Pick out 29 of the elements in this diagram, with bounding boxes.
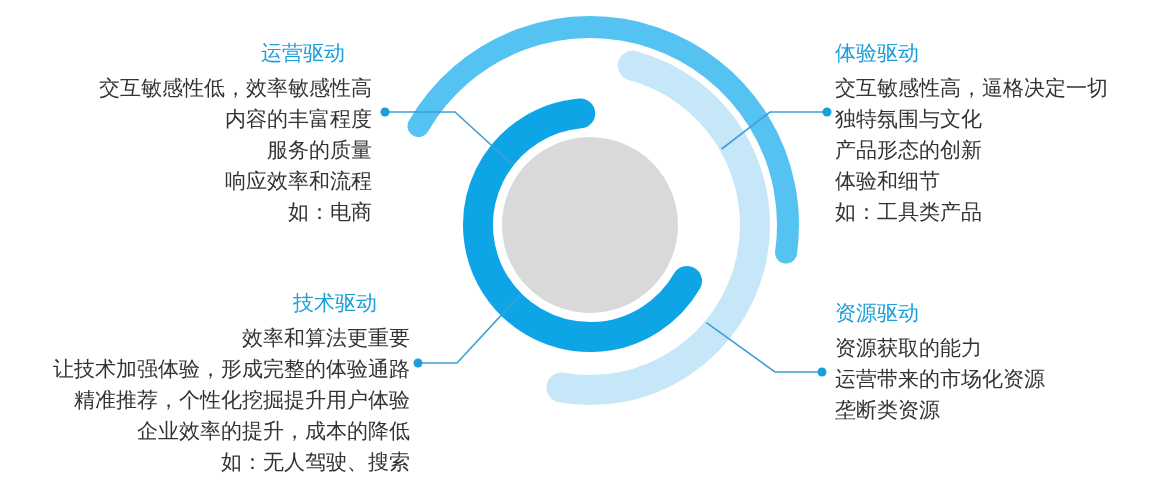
- ring-arc: [407, 16, 799, 264]
- description-text: 如：电商: [287, 199, 372, 226]
- leader-line: [380, 107, 513, 165]
- description-text: 体验和细节: [835, 168, 941, 195]
- description-text: 响应效率和流程: [224, 168, 372, 195]
- description-text: 如：无人驾驶、搜索: [220, 449, 410, 476]
- description-text: 独特氛围与文化: [835, 106, 983, 133]
- description-text: 运营带来的市场化资源: [835, 366, 1046, 393]
- description-text: 精准推荐，个性化挖掘提升用户体验: [73, 387, 410, 414]
- section-heading: 资源驱动: [835, 300, 920, 327]
- description-text: 内容的丰富程度: [224, 106, 372, 133]
- leader-line: [720, 107, 832, 150]
- description-text: 效率和算法更重要: [241, 325, 410, 352]
- description-text: 让技术加强体验，形成完整的体验通路: [52, 356, 410, 383]
- description-text: 服务的质量: [266, 137, 372, 164]
- description-text: 资源获取的能力: [835, 335, 983, 362]
- ring-arc: [546, 50, 770, 405]
- description-text: 交互敏感性高，逼格决定一切: [835, 75, 1109, 102]
- section-heading: 体验驱动: [835, 40, 920, 67]
- ring-arc: [463, 98, 702, 352]
- description-text: 企业效率的提升，成本的降低: [136, 418, 410, 445]
- leader-line: [413, 294, 521, 368]
- description-text: 产品形态的创新: [835, 137, 983, 164]
- leader-line: [705, 321, 827, 377]
- description-text: 如：工具类产品: [835, 199, 983, 226]
- section-heading: 技术驱动: [292, 290, 378, 317]
- section-heading: 运营驱动: [260, 40, 346, 67]
- description-text: 交互敏感性低，效率敏感性高: [98, 75, 372, 102]
- description-text: 垄断类资源: [835, 397, 941, 424]
